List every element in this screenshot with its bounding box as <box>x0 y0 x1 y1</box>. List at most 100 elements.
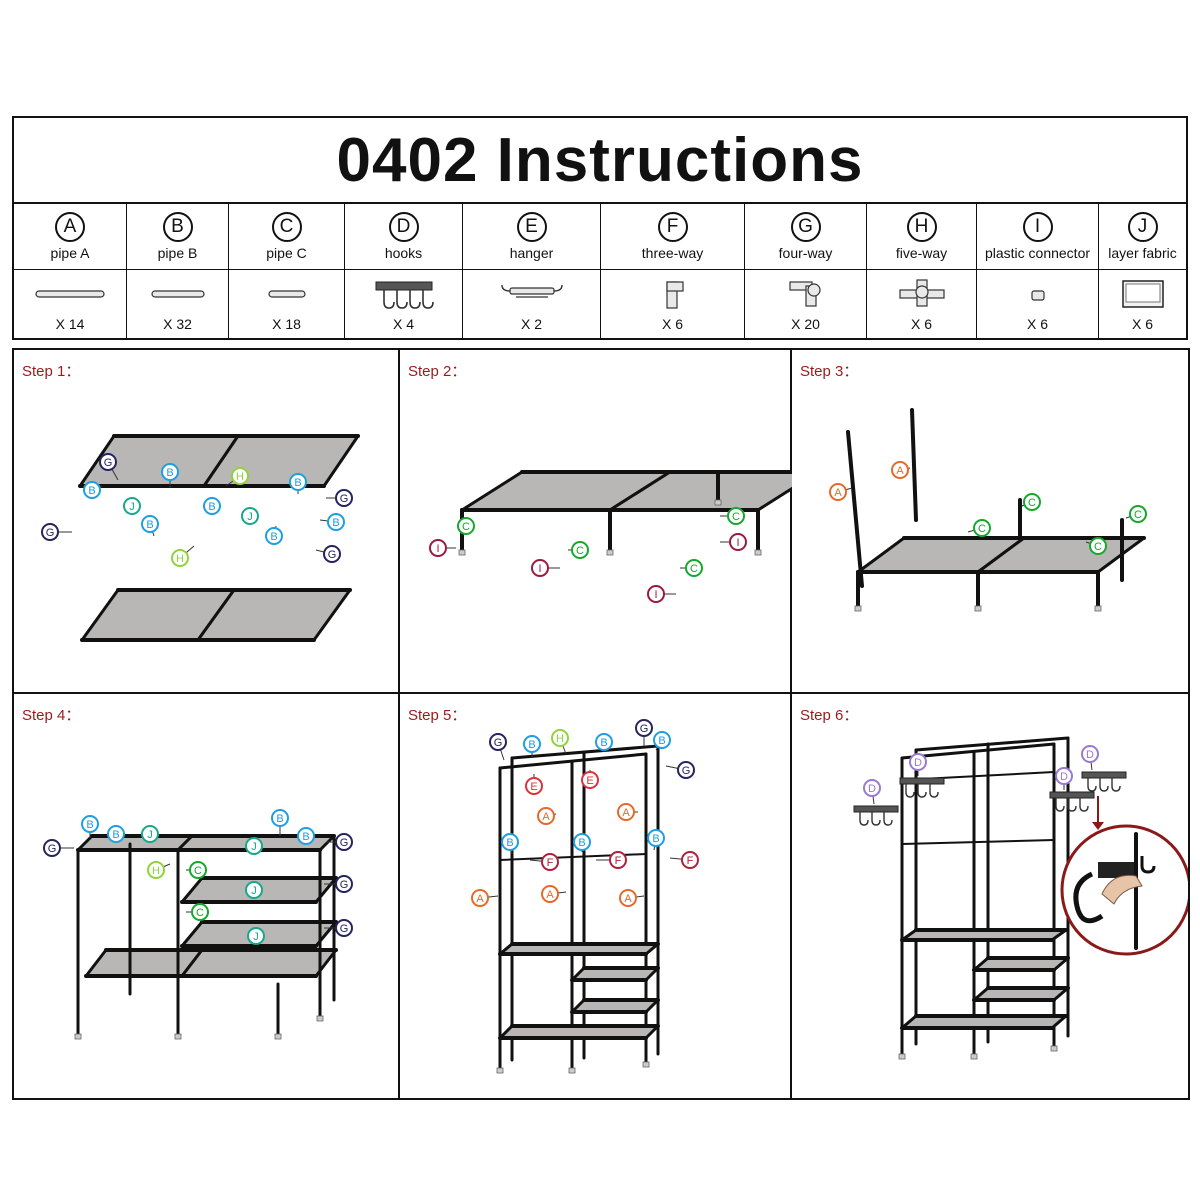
svg-text:A: A <box>624 893 632 905</box>
part-column-f: F three-way X 6 <box>600 204 744 340</box>
part-letter-badge: C <box>271 212 302 242</box>
part-callout-d: D <box>909 753 927 771</box>
part-header: B pipe B <box>127 204 228 270</box>
part-name: pipe C <box>266 245 307 261</box>
part-callout-c: C <box>189 861 207 879</box>
svg-text:C: C <box>462 521 470 533</box>
svg-text:G: G <box>340 879 349 891</box>
part-callout-b: B <box>161 463 179 481</box>
part-callout-b: B <box>107 825 125 843</box>
part-header: I plastic connector <box>977 204 1098 270</box>
svg-text:B: B <box>600 737 607 749</box>
part-header: H five-way <box>867 204 976 270</box>
step-label: Step 5： <box>408 707 467 724</box>
part-callout-g: G <box>323 545 341 563</box>
four-way-connector-icon <box>789 281 821 307</box>
svg-text:I: I <box>736 537 739 549</box>
svg-text:B: B <box>658 735 665 747</box>
five-way-connector-icon <box>899 279 945 307</box>
part-callout-b: B <box>595 733 613 751</box>
svg-text:F: F <box>615 855 622 867</box>
part-name: five-way <box>895 245 948 261</box>
part-quantity: X 4 <box>392 316 414 332</box>
part-callout-j: J <box>245 881 263 899</box>
part-column-h: H five-way X 6 <box>866 204 976 340</box>
part-callout-g: G <box>335 489 353 507</box>
step-label: Step 6： <box>800 707 859 724</box>
part-quantity: X 6 <box>910 316 932 332</box>
svg-text:B: B <box>86 819 93 831</box>
part-name: layer fabric <box>1108 245 1177 261</box>
part-callout-a: A <box>617 803 635 821</box>
part-callout-b: B <box>647 829 665 847</box>
part-quantity: X 6 <box>1131 316 1153 332</box>
part-callout-g: G <box>335 833 353 851</box>
svg-text:G: G <box>328 549 337 561</box>
part-callout-e: E <box>581 771 599 789</box>
part-callout-d: D <box>863 779 881 797</box>
svg-text:A: A <box>542 811 550 823</box>
part-callout-f: F <box>681 851 699 869</box>
part-callout-c: C <box>1089 537 1107 555</box>
svg-text:H: H <box>152 865 160 877</box>
part-callout-i: I <box>531 559 549 577</box>
svg-text:C: C <box>576 545 584 557</box>
part-column-j: J layer fabric X 6 <box>1098 204 1186 340</box>
svg-text:A: A <box>546 889 554 901</box>
part-quantity: X 14 <box>55 316 85 332</box>
part-callout-i: I <box>729 533 747 551</box>
part-callout-f: F <box>609 851 627 869</box>
medium-pipe-icon <box>151 290 205 298</box>
svg-text:B: B <box>208 501 215 513</box>
part-letter-badge: J <box>1127 212 1158 242</box>
part-quantity: X 2 <box>520 316 542 332</box>
three-way-connector-icon <box>666 281 684 309</box>
part-callout-j: J <box>241 507 259 525</box>
svg-text:A: A <box>476 893 484 905</box>
part-column-g: G four-way X 20 <box>744 204 866 340</box>
part-callout-g: G <box>335 875 353 893</box>
svg-text:F: F <box>687 855 694 867</box>
part-callout-b: B <box>141 515 159 533</box>
part-callout-d: D <box>1055 767 1073 785</box>
part-callout-c: C <box>1023 493 1041 511</box>
svg-text:B: B <box>652 833 659 845</box>
part-callout-b: B <box>327 513 345 531</box>
part-letter-badge: A <box>55 212 85 242</box>
part-letter-badge: F <box>657 212 688 242</box>
step-label: Step 2： <box>408 363 467 380</box>
part-letter-badge: B <box>162 212 193 242</box>
part-callout-c: C <box>685 559 703 577</box>
svg-text:B: B <box>276 813 283 825</box>
part-name: plastic connector <box>984 245 1091 261</box>
svg-text:A: A <box>622 807 630 819</box>
part-column-d: D hooks X 4 <box>344 204 462 340</box>
part-letter-badge: E <box>516 212 547 242</box>
svg-text:G: G <box>48 843 57 855</box>
svg-text:D: D <box>1060 771 1068 783</box>
step-label: Step 4： <box>22 707 81 724</box>
svg-text:J: J <box>147 829 153 841</box>
svg-text:F: F <box>547 857 554 869</box>
svg-text:C: C <box>194 865 202 877</box>
part-callout-b: B <box>523 735 541 753</box>
part-callout-h: H <box>231 467 249 485</box>
part-callout-b: B <box>83 481 101 499</box>
part-callout-h: H <box>551 729 569 747</box>
svg-text:I: I <box>654 589 657 601</box>
part-header: D hooks <box>345 204 462 270</box>
svg-text:A: A <box>896 465 904 477</box>
part-callout-g: G <box>489 733 507 751</box>
svg-text:H: H <box>556 733 564 745</box>
part-callout-c: C <box>727 507 745 525</box>
hanger-icon <box>501 284 563 298</box>
part-callout-c: C <box>571 541 589 559</box>
part-callout-g: G <box>335 919 353 937</box>
part-quantity: X 32 <box>163 316 192 332</box>
svg-text:C: C <box>1028 497 1036 509</box>
part-callout-h: H <box>147 861 165 879</box>
